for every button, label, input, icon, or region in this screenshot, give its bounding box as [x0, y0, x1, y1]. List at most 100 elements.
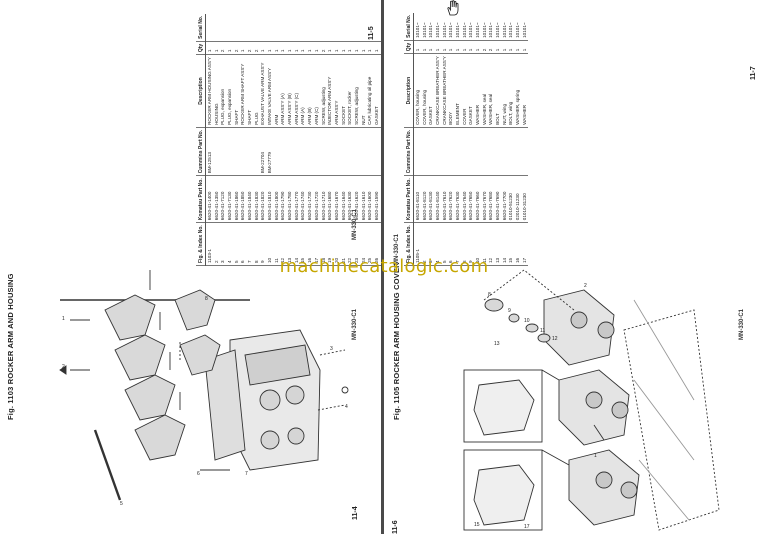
table-cell: 2	[319, 41, 327, 55]
table-cell	[232, 127, 240, 176]
table-cell: 2	[246, 41, 253, 55]
table-cell: 1	[306, 41, 313, 55]
table-cell: HOUSING	[212, 54, 220, 128]
table-cell: SOCKET	[339, 54, 347, 128]
table-cell	[440, 127, 448, 176]
table-cell	[500, 127, 508, 176]
table-cell: 10101~	[454, 12, 461, 41]
table-cell: 1	[500, 40, 508, 54]
table-cell: 1	[427, 40, 435, 54]
table-cell: ARM ASS'Y (C)	[292, 54, 300, 128]
table-cell	[427, 127, 435, 176]
table-cell: 1	[313, 41, 320, 55]
table-cell	[299, 13, 307, 42]
table-cell	[219, 13, 227, 42]
table-cell: CRANKCASE BREATHER ASS'Y	[440, 53, 448, 128]
table-cell: 6620-41-1710	[319, 175, 327, 223]
table-cell: 1	[299, 41, 307, 55]
table-cell: 1	[359, 41, 367, 55]
table-cell: 10101~	[447, 12, 455, 41]
table-cell: 2	[232, 41, 240, 55]
svg-text:2: 2	[62, 364, 65, 370]
table-cell: ARM ASS'Y (A)	[279, 54, 287, 128]
table-cell: ARM	[272, 54, 280, 128]
left-table-page-number: 11-5	[368, 26, 375, 40]
table-cell	[286, 13, 293, 42]
table-cell: WASHER, seal	[487, 53, 495, 128]
svg-text:10: 10	[524, 318, 530, 324]
table-cell	[226, 13, 233, 42]
table-cell: WASHER, seal	[480, 53, 488, 128]
table-cell: 6620-41-1680	[326, 175, 334, 223]
table-cell: 02010-11230	[514, 175, 521, 223]
table-cell	[339, 127, 347, 176]
table-cell: 6620-41-1720	[313, 175, 320, 223]
table-cell: 6620-41-1780	[286, 175, 293, 223]
right-parts-table: Fig. & Index No.Komatsu Part No.Cummins …	[404, 12, 528, 266]
table-cell	[292, 127, 300, 176]
table-cell: 6620-41-1830	[252, 175, 260, 223]
table-cell	[226, 127, 233, 176]
right-parts-table-wrapper: Fig. & Index No.Komatsu Part No.Cummins …	[404, 12, 528, 266]
left-figure-title: Fig. 1103 ROCKER ARM AND HOUSING	[6, 273, 15, 420]
rocker-arm-diagram: 123 456 78	[59, 270, 349, 507]
table-cell: 6620-41-7130	[226, 175, 233, 223]
table-cell: 6620-41-1670	[333, 175, 340, 223]
table-cell: CAP, lubricating oil pipe	[366, 54, 374, 128]
table-cell: COVER, housing	[420, 53, 428, 128]
table-cell	[205, 13, 213, 42]
svg-text:4: 4	[345, 404, 348, 410]
table-header: Serial No.	[404, 12, 414, 41]
table-cell	[212, 13, 220, 42]
table-cell	[521, 127, 528, 176]
table-cell: ARM (B)	[306, 54, 313, 128]
table-cell	[413, 127, 421, 176]
table-cell: WASHER	[474, 53, 481, 128]
table-cell	[480, 127, 488, 176]
table-cell	[346, 13, 354, 42]
table-header: Serial No.	[196, 13, 206, 42]
table-cell	[460, 127, 468, 176]
table-cell: CRANKCASE BREATHER ASS'Y	[434, 53, 441, 128]
table-cell: 1	[440, 40, 448, 54]
table-cell: 6620-41-1740	[299, 175, 307, 223]
table-cell: BM-27779	[266, 127, 273, 176]
svg-text:15: 15	[474, 522, 480, 528]
table-cell: SHAFT	[232, 54, 240, 128]
table-cell: 1	[239, 41, 247, 55]
table-cell: ARM (C)	[313, 54, 320, 128]
table-cell: 6620-41-1840	[246, 175, 253, 223]
table-cell: 6620-41-8140	[434, 175, 441, 223]
table-cell: 1	[226, 41, 233, 55]
table-cell: PLUG	[252, 54, 260, 128]
table-cell: 1	[205, 41, 213, 55]
table-cell: 6620-41-1610	[359, 175, 367, 223]
table-cell: 1	[413, 40, 421, 54]
table-cell: BM-12513	[205, 127, 213, 176]
table-cell	[447, 127, 455, 176]
table-cell: INJECTOR ARM ASS'Y	[326, 54, 334, 128]
table-cell: ARM ASS'Y	[333, 54, 340, 128]
table-cell: 1	[366, 41, 374, 55]
svg-text:8: 8	[488, 292, 491, 298]
table-cell: 1	[259, 41, 267, 55]
table-cell	[272, 127, 280, 176]
table-cell: NUT	[359, 54, 367, 128]
table-cell: COVER	[460, 53, 468, 128]
table-cell	[219, 127, 227, 176]
table-cell	[246, 127, 253, 176]
table-cell: 6620-41-7670	[480, 175, 488, 223]
